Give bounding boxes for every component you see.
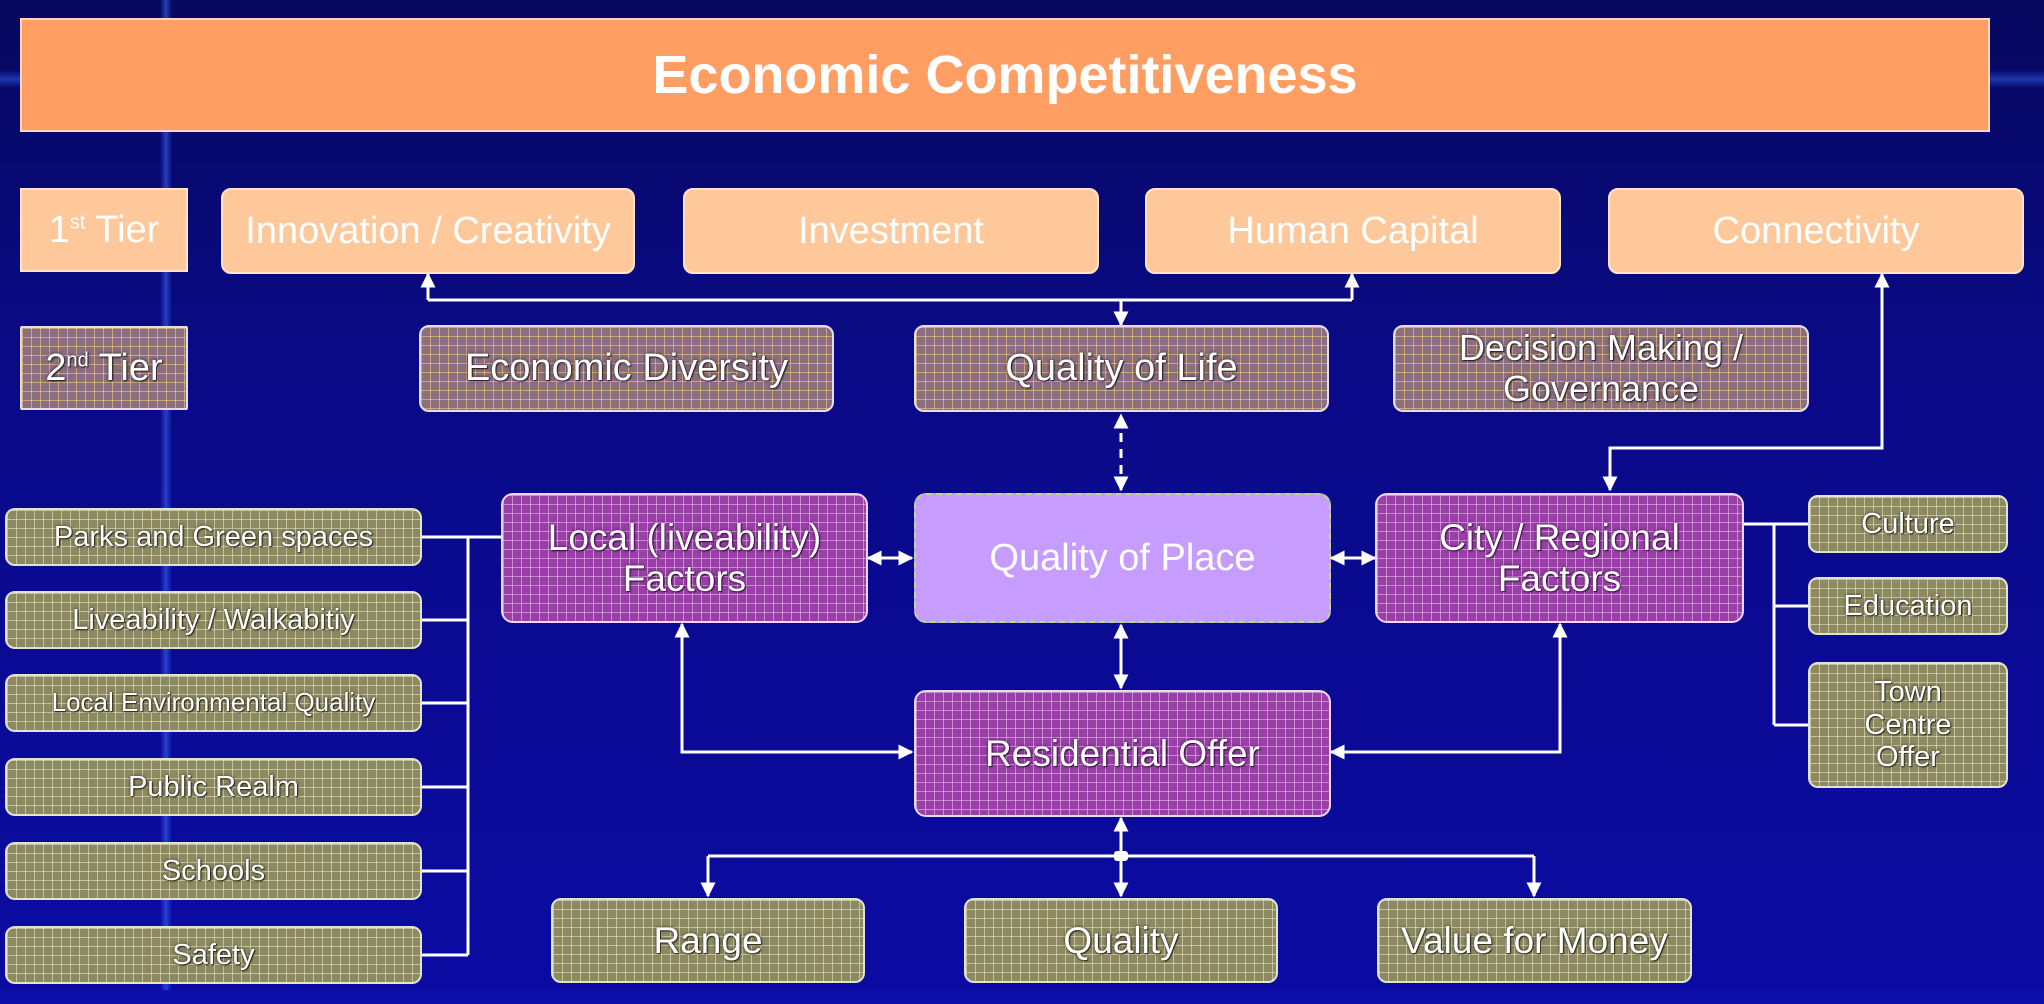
legend-tier2: 2nd Tier [20,326,188,410]
tier1-human-capital-label: Human Capital [1227,209,1479,252]
city-regional-label: City / Regional Factors [1439,516,1680,599]
tier2-quality-of-life: Quality of Life [914,325,1329,412]
tier1-innovation-label: Innovation / Creativity [245,209,611,252]
residential-item-label: Quality [1063,919,1179,961]
local-item-label: Schools [161,854,266,887]
page-title: Economic Competitiveness [652,45,1358,105]
local-item-label: Public Realm [128,770,299,803]
tier1-connectivity-label: Connectivity [1712,209,1920,252]
connector-junction-dot [1114,851,1128,861]
city-item-label: Culture [1861,507,1955,540]
city-item-town-centre-offer: Town Centre Offer [1808,662,2008,788]
residential-item-range: Range [551,898,865,983]
local-item-label: Liveability / Walkabitiy [72,603,355,636]
quality-of-place: Quality of Place [914,493,1331,623]
tier2-decision-making-governance: Decision Making / Governance [1393,325,1809,412]
legend-tier1: 1st Tier [20,188,188,272]
local-item-label: Local Environmental Quality [51,687,376,718]
city-item-label: Town Centre Offer [1864,676,1952,774]
city-regional-factors: City / Regional Factors [1375,493,1744,623]
local-item-public-realm: Public Realm [5,758,422,816]
background-band-bottom [0,990,2044,1004]
local-item-liveability-walkability: Liveability / Walkabitiy [5,591,422,649]
local-item-safety: Safety [5,926,422,984]
title-bar: Economic Competitiveness [20,18,1990,132]
connector-city-to-residential [1329,622,1568,760]
tier2-economic-diversity: Economic Diversity [419,325,834,412]
connector-local-to-residential [674,622,914,760]
residential-item-label: Value for Money [1401,919,1668,961]
residential-item-value-for-money: Value for Money [1377,898,1692,983]
legend-tier2-label: 2nd Tier [45,346,163,389]
local-item-parks-green-spaces: Parks and Green spaces [5,508,422,566]
local-item-schools: Schools [5,842,422,900]
city-item-label: Education [1843,589,1973,622]
tier2-economic-diversity-label: Economic Diversity [464,347,789,390]
local-factors-label: Local (liveability) Factors [547,516,822,599]
tier2-quality-of-life-label: Quality of Life [1005,347,1238,390]
tier1-human-capital: Human Capital [1145,188,1561,274]
residential-offer-label: Residential Offer [985,732,1260,774]
local-item-environmental-quality: Local Environmental Quality [5,674,422,732]
tier1-investment: Investment [683,188,1099,274]
residential-item-label: Range [653,919,763,961]
local-item-label: Safety [172,938,255,971]
tier1-innovation-creativity: Innovation / Creativity [221,188,635,274]
city-item-culture: Culture [1808,495,2008,553]
tier1-investment-label: Investment [798,209,984,252]
city-item-education: Education [1808,577,2008,635]
residential-item-quality: Quality [964,898,1278,983]
local-liveability-factors: Local (liveability) Factors [501,493,868,623]
quality-of-place-label: Quality of Place [989,536,1256,579]
tier1-connectivity: Connectivity [1608,188,2024,274]
connector-city-to-connectivity [1602,272,1890,492]
legend-tier1-label: 1st Tier [48,208,160,251]
local-item-label: Parks and Green spaces [53,520,374,553]
tier2-decision-making-label: Decision Making / Governance [1458,327,1744,409]
residential-offer: Residential Offer [914,690,1331,817]
